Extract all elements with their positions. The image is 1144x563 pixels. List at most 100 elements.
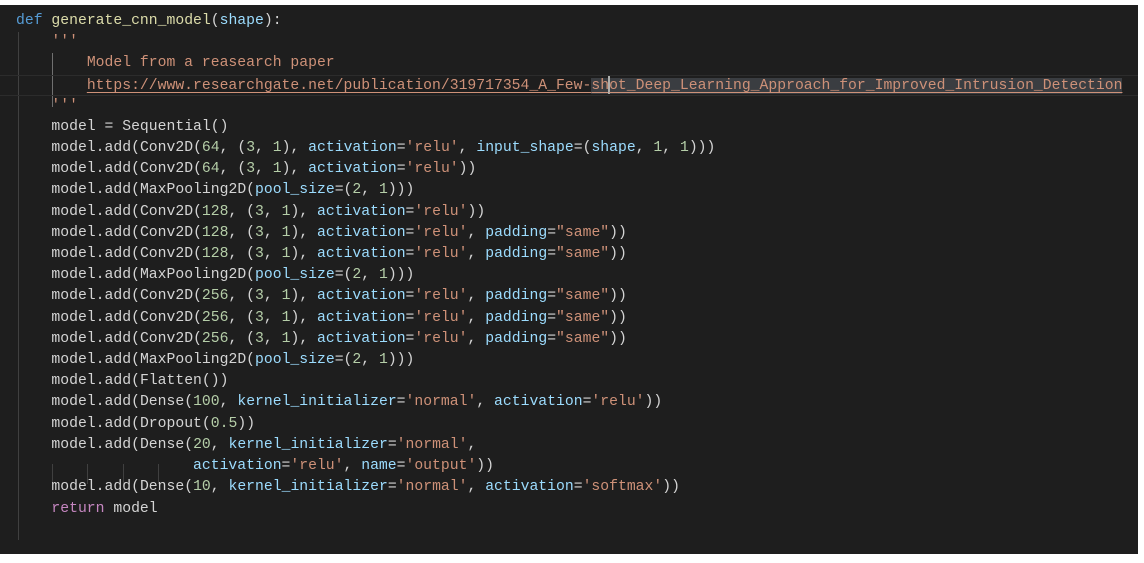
number: 1 xyxy=(378,352,388,368)
number: 3 xyxy=(255,310,264,326)
var-model: model xyxy=(51,204,96,220)
code-line-19[interactable]: model.add(Dense(100, kernel_initializer=… xyxy=(51,394,663,410)
number: 3 xyxy=(255,225,264,241)
class-dropout: Dropout xyxy=(139,416,202,432)
class-conv2d: Conv2D xyxy=(139,331,194,347)
kwarg-activation: activation xyxy=(494,394,583,410)
function-name: generate_cnn_model xyxy=(51,13,211,29)
number: 0.5 xyxy=(210,416,238,432)
string: 'output' xyxy=(405,458,477,474)
code-line-11[interactable]: model.add(Conv2D(128, (3, 1), activation… xyxy=(51,225,627,241)
docstring-text: Model from a reasearch paper xyxy=(86,55,335,71)
class-dense: Dense xyxy=(139,479,185,495)
var-model: model xyxy=(51,246,96,262)
number: 1 xyxy=(281,246,291,262)
var-model: model xyxy=(51,437,96,453)
kwarg-kernel-initializer: kernel_initializer xyxy=(237,394,397,410)
docstring-quote: ''' xyxy=(51,34,78,50)
kwarg-kernel-initializer: kernel_initializer xyxy=(228,437,388,453)
code-line-15[interactable]: model.add(Conv2D(256, (3, 1), activation… xyxy=(51,310,627,326)
number: 1 xyxy=(281,288,291,304)
kwarg-name: name xyxy=(361,458,397,474)
code-line-9[interactable]: model.add(MaxPooling2D(pool_size=(2, 1))… xyxy=(51,182,415,198)
code-line-5[interactable]: ''' xyxy=(0,96,1138,117)
string: "same" xyxy=(556,331,610,347)
string: 'normal' xyxy=(396,479,468,495)
url-text: https://www.researchgate.net/publication… xyxy=(86,77,592,94)
kwarg-padding: padding xyxy=(485,310,548,326)
number: 3 xyxy=(255,288,264,304)
code-line-14[interactable]: model.add(Conv2D(256, (3, 1), activation… xyxy=(51,288,627,304)
class-dense: Dense xyxy=(139,394,185,410)
code-line-17[interactable]: model.add(MaxPooling2D(pool_size=(2, 1))… xyxy=(51,352,415,368)
number: 20 xyxy=(193,437,211,453)
class-conv2d: Conv2D xyxy=(139,225,194,241)
indent-guide xyxy=(18,32,19,540)
code-line-6[interactable]: model = Sequential() xyxy=(51,119,229,135)
class-maxpooling2d: MaxPooling2D xyxy=(139,352,247,368)
code-editor[interactable]: def generate_cnn_model(shape): ''' Model… xyxy=(0,5,1138,554)
method-add: add xyxy=(104,267,132,283)
string: 'normal' xyxy=(405,394,477,410)
code-line-24[interactable]: return model xyxy=(0,499,1138,520)
number: 2 xyxy=(352,352,362,368)
code-line-18[interactable]: model.add(Flatten()) xyxy=(51,373,229,389)
kwarg-activation: activation xyxy=(317,246,406,262)
method-add: add xyxy=(104,352,132,368)
code-line-1[interactable]: def generate_cnn_model(shape): xyxy=(16,13,282,29)
number: 256 xyxy=(201,310,229,326)
code-line-21[interactable]: model.add(Dense(20, kernel_initializer='… xyxy=(51,437,477,453)
text-cursor xyxy=(608,76,611,94)
number: 1 xyxy=(281,310,291,326)
string: 'relu' xyxy=(290,458,344,474)
code-line-12[interactable]: model.add(Conv2D(128, (3, 1), activation… xyxy=(51,246,627,262)
method-add: add xyxy=(104,416,132,432)
var-model: model xyxy=(51,331,96,347)
string: "same" xyxy=(556,310,610,326)
class-conv2d: Conv2D xyxy=(139,310,194,326)
class-maxpooling2d: MaxPooling2D xyxy=(139,267,247,283)
code-line-13[interactable]: model.add(MaxPooling2D(pool_size=(2, 1))… xyxy=(51,267,415,283)
code-line-8[interactable]: model.add(Conv2D(64, (3, 1), activation=… xyxy=(51,161,477,177)
number: 128 xyxy=(201,225,229,241)
number: 128 xyxy=(201,204,229,220)
string: 'normal' xyxy=(396,437,468,453)
code-line-4-current[interactable]: https://www.researchgate.net/publication… xyxy=(0,75,1138,97)
code-line-20[interactable]: model.add(Dropout(0.5)) xyxy=(51,416,256,432)
code-line-10[interactable]: model.add(Conv2D(128, (3, 1), activation… xyxy=(51,204,486,220)
number: 64 xyxy=(201,161,220,177)
code-line-2[interactable]: ''' xyxy=(0,32,1138,53)
var-model: model xyxy=(51,479,96,495)
number: 1 xyxy=(378,182,388,198)
method-add: add xyxy=(104,310,132,326)
string: "same" xyxy=(556,246,610,262)
code-line-16[interactable]: model.add(Conv2D(256, (3, 1), activation… xyxy=(51,331,627,347)
kwarg-activation: activation xyxy=(317,331,406,347)
number: 100 xyxy=(193,394,220,410)
def-keyword: def xyxy=(16,13,43,29)
number: 256 xyxy=(201,331,229,347)
code-line-3[interactable]: Model from a reasearch paper xyxy=(0,53,1138,74)
number: 3 xyxy=(255,331,264,347)
code-line-22[interactable]: activation='relu', name='output')) xyxy=(193,458,494,474)
code-line-7[interactable]: model.add(Conv2D(64, (3, 1), activation=… xyxy=(51,140,716,156)
var-model: model xyxy=(51,267,96,283)
string: 'relu' xyxy=(591,394,645,410)
number: 1 xyxy=(281,204,291,220)
var-model: model xyxy=(51,161,96,177)
kwarg-activation: activation xyxy=(308,140,397,156)
string: "same" xyxy=(556,225,610,241)
class-flatten: Flatten xyxy=(139,373,202,389)
param-shape: shape xyxy=(219,13,264,29)
indent-guide xyxy=(52,464,53,484)
method-add: add xyxy=(104,246,132,262)
docstring-url[interactable]: https://www.researchgate.net/publication… xyxy=(86,76,1123,94)
kwarg-pool-size: pool_size xyxy=(255,352,335,368)
code-line-23[interactable]: model.add(Dense(10, kernel_initializer='… xyxy=(51,479,680,495)
return-keyword: return xyxy=(51,501,105,517)
kwarg-activation: activation xyxy=(317,204,406,220)
class-sequential: Sequential xyxy=(122,119,211,135)
class-conv2d: Conv2D xyxy=(139,140,194,156)
var-model: model xyxy=(51,352,96,368)
method-add: add xyxy=(104,204,132,220)
